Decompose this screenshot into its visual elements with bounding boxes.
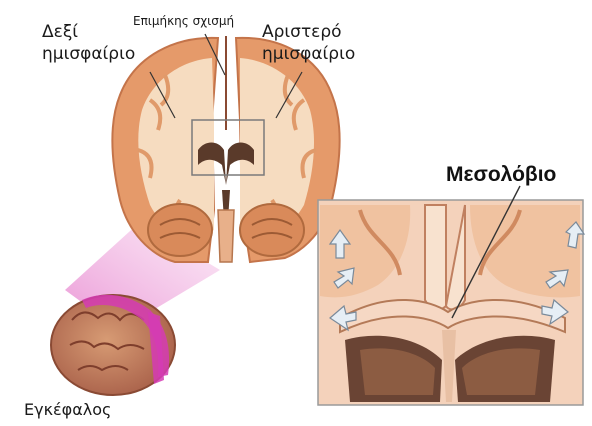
whole-brain-illustration (51, 295, 175, 395)
brain-label: Εγκέφαλος (24, 400, 111, 419)
longitudinal-fissure-label: Επιμήκης σχισμή (133, 14, 234, 28)
magnified-inset (318, 200, 584, 405)
right-hemisphere-label-line2: ημισφαίριο (42, 44, 135, 64)
coronal-section (112, 36, 339, 262)
left-hemisphere-label: Αριστερό ημισφαίριο (262, 22, 355, 65)
left-hemisphere-label-line2: ημισφαίριο (262, 44, 355, 64)
left-hemisphere-label-line1: Αριστερό (262, 22, 355, 42)
right-hemisphere-label: Δεξί ημισφαίριο (42, 22, 135, 65)
right-hemisphere-label-line1: Δεξί (42, 22, 135, 42)
corpus-callosum-label: Μεσολόβιο (446, 162, 556, 187)
